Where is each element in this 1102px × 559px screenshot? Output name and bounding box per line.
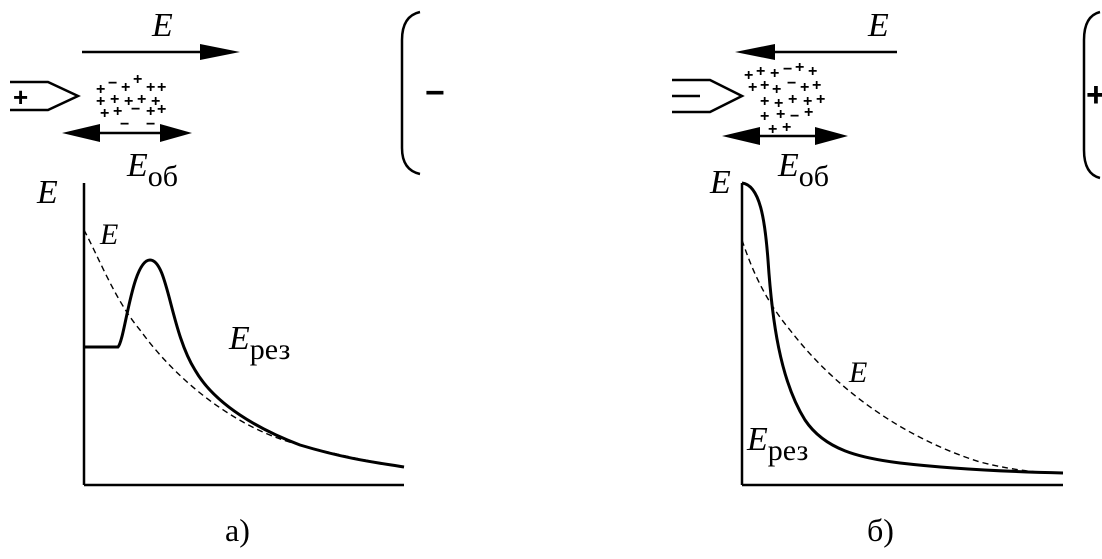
svg-text:+: + xyxy=(96,93,105,110)
svg-text:+: + xyxy=(121,79,130,96)
svg-text:+: + xyxy=(770,65,779,82)
svg-text:+: + xyxy=(146,79,155,96)
svg-text:+: + xyxy=(795,59,804,76)
svg-text:+: + xyxy=(803,93,812,110)
space-charge-label-b: Eоб xyxy=(777,147,829,193)
counter-electrode-b xyxy=(1082,10,1101,180)
svg-text:+: + xyxy=(788,91,797,108)
field-label-a: E xyxy=(151,7,173,44)
field-arrow-b xyxy=(735,44,897,60)
svg-text:−: − xyxy=(146,116,155,133)
svg-text:+: + xyxy=(776,106,785,123)
svg-text:+: + xyxy=(110,91,119,108)
curve-e-label-a: E xyxy=(99,218,118,251)
svg-text:−: − xyxy=(120,116,129,133)
svg-text:+: + xyxy=(744,67,753,84)
counter-electrode-sign-a: − xyxy=(425,74,445,112)
svg-text:−: − xyxy=(787,75,796,92)
svg-text:+: + xyxy=(137,91,146,108)
svg-text:+: + xyxy=(804,104,813,121)
svg-text:+: + xyxy=(96,81,105,98)
svg-text:−: − xyxy=(131,101,140,118)
curve-e-label-b: E xyxy=(848,356,867,389)
axes-b xyxy=(740,183,1063,487)
curve-res-label-b: Eрез xyxy=(746,421,808,467)
electrode-sign-a: + xyxy=(13,82,28,112)
space-charge-label-a: Eоб xyxy=(126,147,178,193)
panel-b: E +++ −++ +++ −++ +++ ++ ++− + ++ Eоб + xyxy=(672,7,1102,548)
svg-text:−: − xyxy=(790,108,799,125)
space-charge-arrow-b xyxy=(722,127,848,145)
y-axis-label-b: E xyxy=(709,164,731,201)
svg-text:+: + xyxy=(748,79,757,96)
svg-text:+: + xyxy=(133,71,142,88)
field-arrow-a xyxy=(82,44,240,60)
svg-text:+: + xyxy=(157,79,166,96)
point-electrode-a xyxy=(10,80,81,112)
svg-text:+: + xyxy=(756,63,765,80)
space-charge-cloud-a: +−+ +++ +++ ++ ++− ++ xyxy=(96,71,166,122)
field-label-b: E xyxy=(867,7,889,44)
svg-text:+: + xyxy=(124,93,133,110)
svg-text:+: + xyxy=(157,101,166,118)
svg-text:+: + xyxy=(816,91,825,108)
counter-electrode-a xyxy=(400,10,421,176)
svg-text:+: + xyxy=(113,103,122,120)
y-axis-label-a: E xyxy=(36,174,58,211)
svg-text:−: − xyxy=(783,61,792,78)
point-electrode-b xyxy=(672,78,745,114)
space-charge-cloud-b: +++ −++ +++ −++ +++ ++ ++− + ++ xyxy=(744,59,825,138)
caption-b: б) xyxy=(867,512,894,548)
svg-text:+: + xyxy=(760,93,769,110)
curve-e-b xyxy=(741,239,1064,474)
curve-res-b xyxy=(741,181,1064,475)
svg-text:+: + xyxy=(774,95,783,112)
space-charge-arrow-a: − − xyxy=(62,116,192,142)
svg-text:+: + xyxy=(812,77,821,94)
svg-text:+: + xyxy=(146,103,155,120)
svg-text:+: + xyxy=(760,108,769,125)
panel-a: E + +−+ +++ +++ ++ ++− ++ − − Eоб − xyxy=(10,7,445,548)
counter-electrode-sign-b: + xyxy=(1086,76,1102,114)
svg-text:+: + xyxy=(100,105,109,122)
svg-text:−: − xyxy=(108,75,117,92)
svg-text:+: + xyxy=(151,93,160,110)
svg-text:+: + xyxy=(760,77,769,94)
svg-text:+: + xyxy=(800,79,809,96)
axes-a xyxy=(82,183,404,487)
svg-text:+: + xyxy=(772,81,781,98)
caption-a: а) xyxy=(225,512,250,548)
svg-text:+: + xyxy=(768,121,777,138)
svg-text:+: + xyxy=(782,119,791,136)
curve-res-a xyxy=(84,258,405,469)
curve-res-label-a: Eрез xyxy=(228,320,290,366)
svg-text:+: + xyxy=(808,63,817,80)
